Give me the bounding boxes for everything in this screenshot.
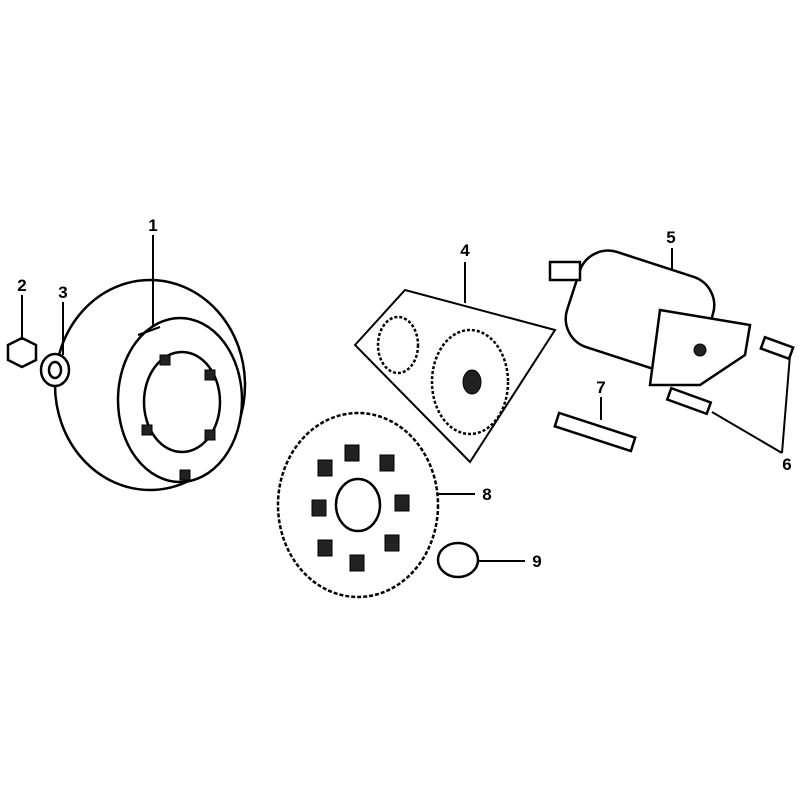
callout-6: 6 — [782, 455, 791, 474]
one-way-clutch-part — [436, 541, 480, 579]
leader-lines — [21, 235, 791, 562]
callout-7: 7 — [596, 378, 605, 397]
callout-9: 9 — [532, 552, 541, 571]
callout-3: 3 — [58, 283, 67, 302]
callout-2: 2 — [17, 276, 26, 295]
bolt-parts — [665, 335, 795, 416]
callout-8: 8 — [482, 485, 491, 504]
idle-gear-set-part — [353, 288, 557, 464]
callout-4: 4 — [460, 241, 470, 260]
flywheel-part — [53, 278, 247, 492]
nut-part — [6, 336, 38, 369]
callout-5: 5 — [666, 228, 675, 247]
callout-1: 1 — [148, 216, 157, 235]
driven-gear-part — [276, 411, 440, 599]
washer-part — [39, 352, 71, 388]
starter-motor-part — [548, 249, 752, 387]
stud-bolt-part — [553, 411, 637, 453]
